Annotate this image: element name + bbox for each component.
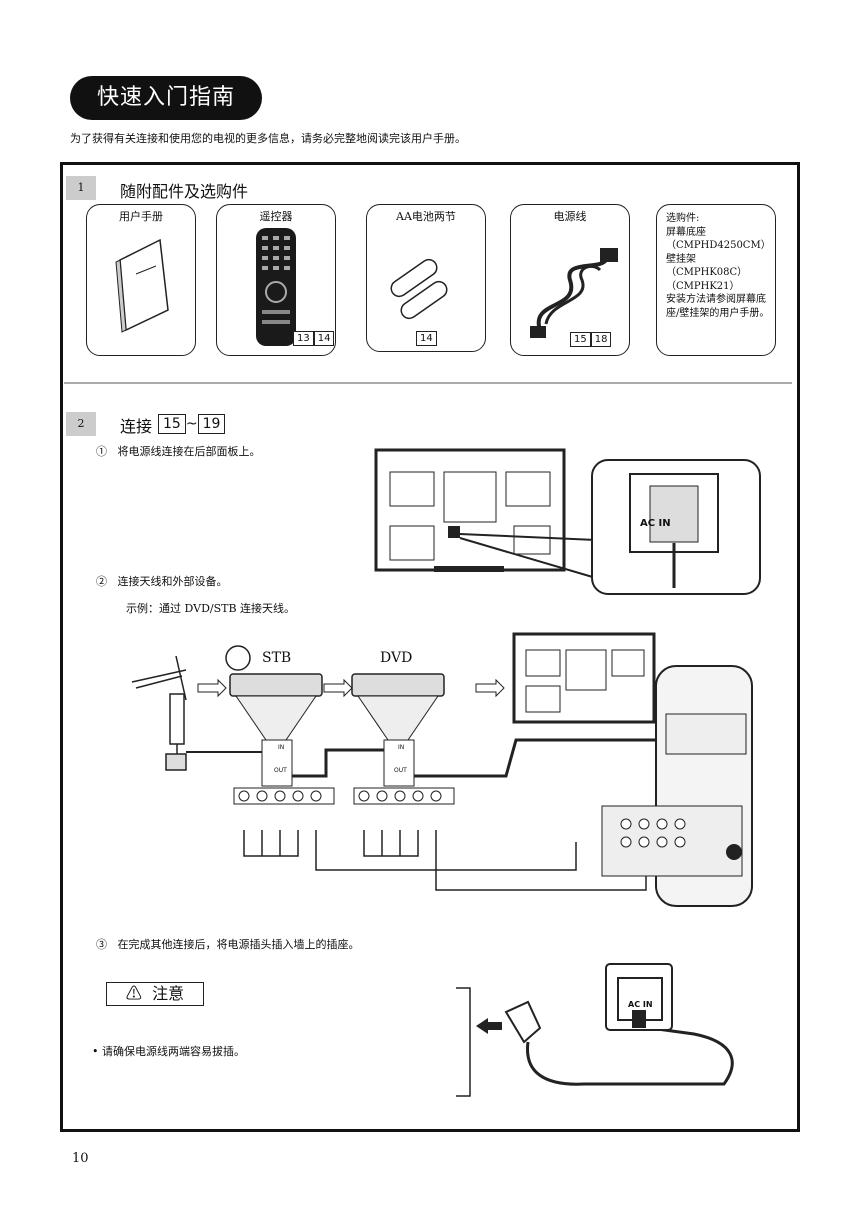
accessory-label: 用户手册: [119, 210, 163, 223]
section-number: 2: [66, 412, 96, 436]
accessory-options: [656, 204, 776, 356]
step-2: ② 连接天线和外部设备。: [96, 573, 228, 589]
dvd-out-label: OUT: [394, 767, 407, 774]
step-2-example: 示例：通过 DVD/STB 连接天线。: [126, 602, 296, 615]
content-frame: [60, 162, 800, 1132]
battery-refs: 14: [416, 326, 437, 346]
step-marker: ③: [96, 938, 107, 951]
connection-diagram: [131, 632, 753, 907]
page-number: 10: [72, 1151, 89, 1166]
power-cord-icon: [530, 248, 618, 338]
caution-box: ⚠ 注意: [106, 982, 204, 1006]
section-title: 随附配件及选购件: [120, 182, 249, 201]
accessory-label: 电源线: [553, 210, 587, 223]
section-accessories: [64, 166, 792, 384]
page-ref: 14: [313, 331, 335, 346]
page-ref: 18: [590, 332, 612, 347]
ac-in-label: AC IN: [640, 518, 671, 529]
warning-icon: ⚠: [125, 984, 142, 1003]
step-text: 将电源线连接在后部面板上。: [117, 445, 261, 458]
dvd-label: DVD: [380, 650, 413, 666]
tv-back-power-diagram: [374, 448, 761, 595]
stb-out-label: OUT: [274, 767, 287, 774]
stb-label: STB: [262, 650, 292, 666]
caution-title: 注意: [152, 984, 185, 1003]
step-text: 在完成其他连接后，将电源插头插入墙上的插座。: [117, 938, 360, 951]
manual-icon: [115, 238, 169, 333]
accessory-power-cord: [510, 204, 630, 356]
accessory-remote: [216, 204, 336, 356]
page-title: 快速入门指南: [70, 76, 262, 120]
dvd-in-label: IN: [398, 744, 405, 751]
accessory-batteries: [366, 204, 486, 352]
page-ref: 13: [293, 331, 314, 346]
options-text: 选购件: 屏幕底座 （CMPHD4250CM） 壁挂架 （CMPHK08C） （…: [666, 213, 771, 319]
accessory-manual: [86, 204, 196, 356]
accessory-label: 遥控器: [259, 210, 293, 223]
step-marker: ②: [96, 575, 107, 588]
page-ref: 19: [197, 414, 226, 434]
caution-bullet: • 请确保电源线两端容易拔插。: [92, 1045, 245, 1058]
section-number: 1: [66, 176, 96, 200]
stb-in-label: IN: [278, 744, 285, 751]
battery-icon: [390, 258, 448, 320]
step-1: ① 将电源线连接在后部面板上。: [96, 443, 261, 459]
remote-control-icon: [256, 228, 296, 346]
range-tilde: ~: [185, 416, 198, 432]
page-ref: 15: [570, 332, 591, 347]
section-title: 连接: [120, 417, 153, 436]
step-text: 连接天线和外部设备。: [117, 575, 228, 588]
section-page-range: 15~19: [158, 413, 226, 434]
step-marker: ①: [96, 445, 107, 458]
ac-in-label-plug: AC IN: [628, 1000, 653, 1009]
page-ref: 14: [416, 331, 437, 346]
step-3: ③ 在完成其他连接后，将电源插头插入墙上的插座。: [96, 936, 360, 952]
wall-plug-diagram: [456, 963, 734, 1097]
accessory-label: AA电池两节: [396, 210, 456, 223]
page-ref: 15: [158, 414, 186, 434]
intro-text: 为了获得有关连接和使用您的电视的更多信息，请务必完整地阅读完该用户手册。: [70, 132, 466, 145]
